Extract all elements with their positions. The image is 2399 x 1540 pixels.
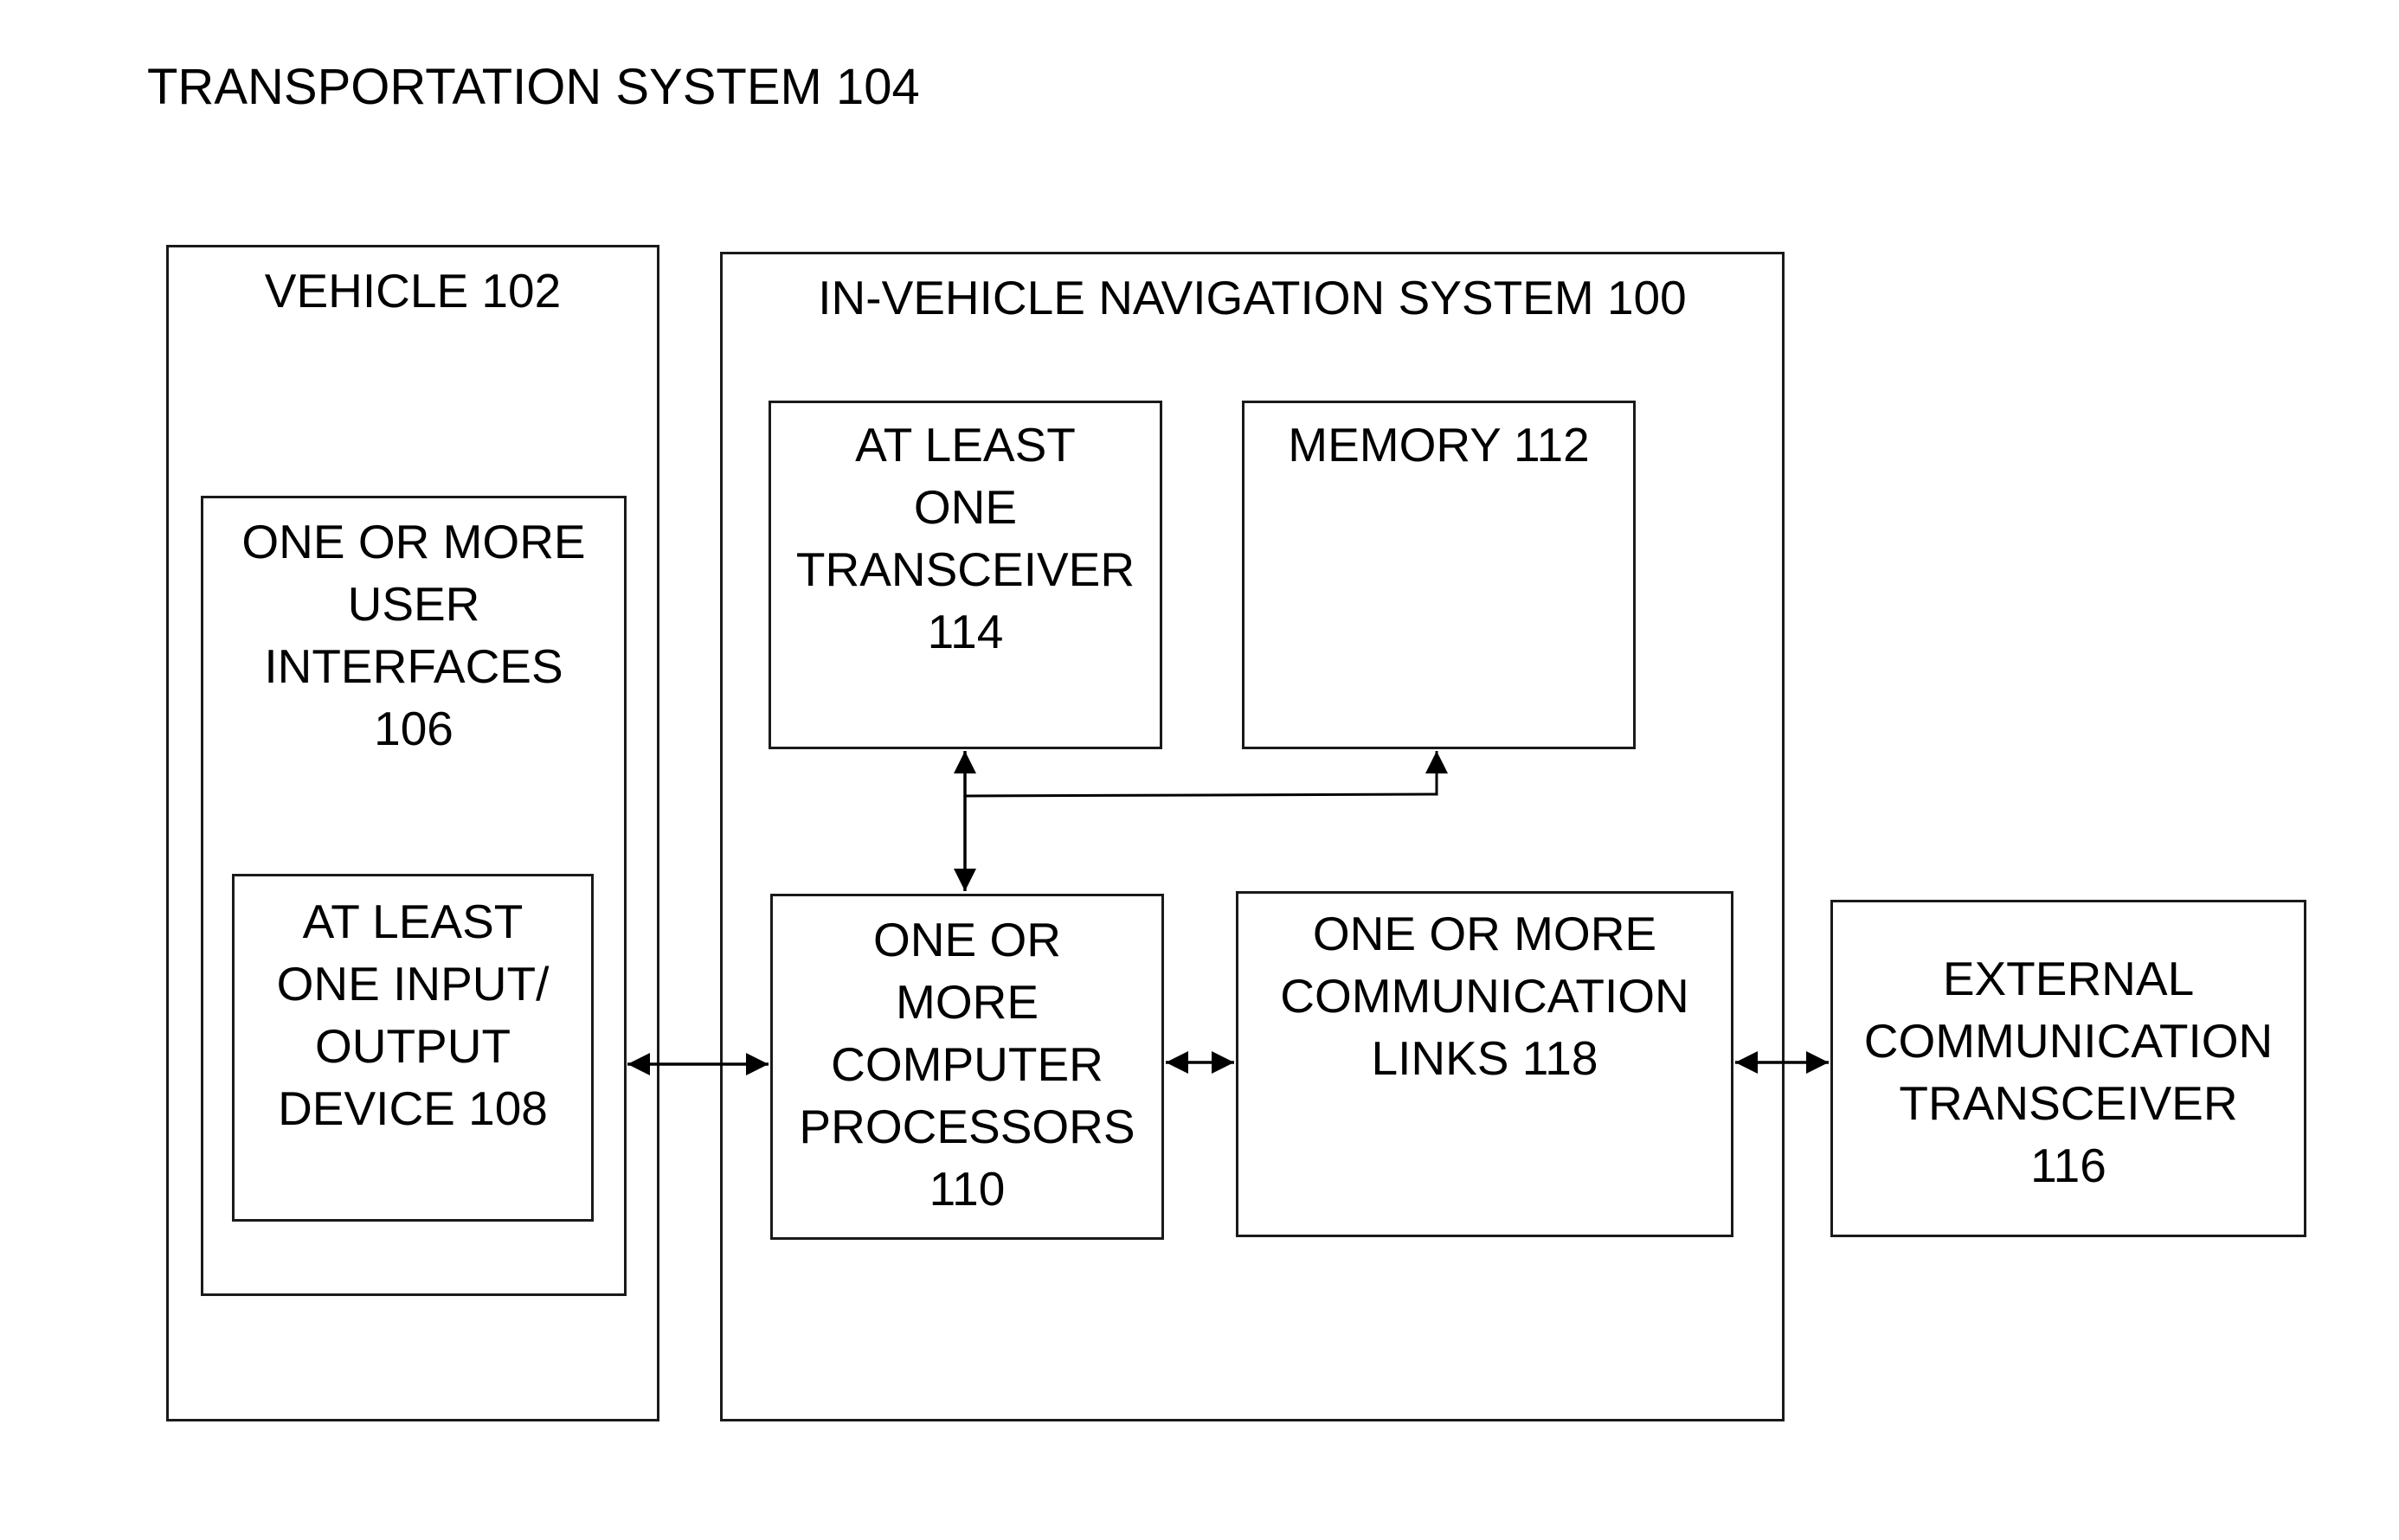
diagram-title: TRANSPORTATION SYSTEM 104 (147, 62, 920, 112)
navigation-system-label: IN-VEHICLE NAVIGATION SYSTEM 100 (723, 266, 1782, 329)
vehicle-label: VEHICLE 102 (169, 260, 657, 322)
external-transceiver-label: EXTERNAL COMMUNICATION TRANSCEIVER 116 (1833, 947, 2304, 1197)
memory-box: MEMORY 112 (1242, 401, 1636, 749)
transceiver-box: AT LEAST ONE TRANSCEIVER 114 (769, 401, 1162, 749)
communication-links-box: ONE OR MORE COMMUNICATION LINKS 118 (1236, 891, 1733, 1237)
processors-label: ONE OR MORE COMPUTER PROCESSORS 110 (773, 908, 1161, 1220)
io-device-label: AT LEAST ONE INPUT/ OUTPUT DEVICE 108 (235, 890, 591, 1139)
memory-label: MEMORY 112 (1245, 414, 1633, 476)
external-transceiver-box: EXTERNAL COMMUNICATION TRANSCEIVER 116 (1830, 900, 2306, 1237)
user-interfaces-label: ONE OR MORE USER INTERFACES 106 (203, 510, 624, 760)
processors-box: ONE OR MORE COMPUTER PROCESSORS 110 (770, 894, 1164, 1240)
transceiver-label: AT LEAST ONE TRANSCEIVER 114 (771, 414, 1160, 663)
io-device-box: AT LEAST ONE INPUT/ OUTPUT DEVICE 108 (232, 874, 594, 1222)
communication-links-label: ONE OR MORE COMMUNICATION LINKS 118 (1238, 902, 1731, 1089)
